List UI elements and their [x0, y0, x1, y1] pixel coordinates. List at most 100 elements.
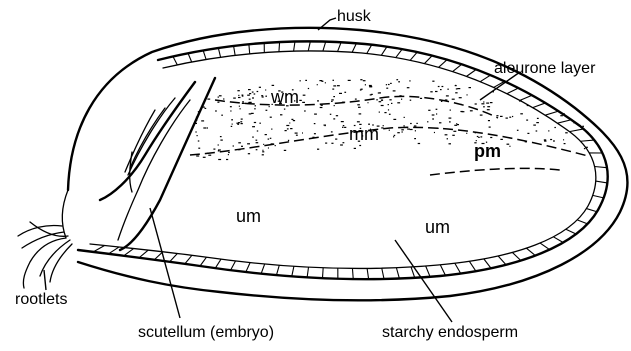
speckle — [388, 104, 389, 105]
speckle — [287, 128, 289, 129]
aleurone-cell-wall — [586, 209, 597, 212]
speckle — [432, 81, 434, 82]
speckle — [257, 91, 259, 92]
speckle — [517, 130, 519, 131]
speckle — [249, 113, 252, 114]
speckle — [526, 120, 528, 121]
speckle — [475, 132, 476, 133]
aleurone-cell-wall — [557, 120, 571, 123]
speckle — [460, 104, 461, 105]
speckle — [250, 93, 251, 94]
speckle — [342, 127, 344, 128]
speckle — [447, 89, 448, 90]
speckle — [481, 103, 484, 104]
speckle — [397, 102, 400, 103]
speckle — [401, 99, 402, 100]
speckle — [237, 124, 239, 125]
aleurone-cell-wall — [520, 95, 532, 100]
speckle — [544, 139, 546, 140]
speckle — [537, 118, 539, 119]
speckle — [341, 121, 344, 122]
speckle — [480, 136, 482, 137]
speckle — [335, 139, 337, 140]
aleurone-cell-wall — [580, 140, 594, 141]
aleurone-cell-wall — [279, 42, 280, 52]
speckle — [290, 128, 292, 129]
speckle — [296, 135, 298, 136]
speckle — [414, 125, 417, 126]
speckle — [490, 102, 493, 103]
speckle — [477, 136, 479, 137]
speckle — [407, 129, 410, 130]
speckle — [218, 149, 221, 150]
speckle — [262, 150, 263, 151]
speckle — [432, 118, 434, 119]
aleurone-cell-wall — [139, 250, 148, 258]
speckle — [255, 105, 256, 106]
speckle — [445, 134, 448, 135]
speckle — [455, 85, 456, 86]
speckle — [343, 142, 345, 143]
speckle — [252, 137, 254, 138]
speckle — [440, 89, 442, 90]
speckle — [389, 130, 390, 131]
aleurone-cell-wall — [294, 42, 295, 52]
speckle — [302, 102, 305, 103]
starchy-endosperm-leader — [395, 240, 452, 322]
speckle — [331, 131, 333, 132]
speckle — [238, 95, 239, 96]
speckle — [368, 102, 369, 103]
speckle — [203, 157, 206, 158]
speckle — [248, 102, 250, 103]
aleurone-layer-label: aleurone layer — [494, 60, 596, 77]
aleurone-cell-wall — [439, 60, 448, 68]
speckle — [251, 113, 254, 114]
speckle — [496, 115, 498, 116]
speckle — [414, 138, 416, 139]
speckle — [219, 95, 222, 96]
speckle — [466, 133, 467, 134]
speckle — [487, 106, 490, 107]
aleurone-cell-wall — [352, 268, 353, 279]
speckle — [254, 108, 256, 109]
speckle — [206, 127, 208, 128]
speckle — [336, 115, 338, 116]
speckle — [402, 131, 403, 132]
aleurone-cell-wall — [466, 69, 476, 76]
aleurone-cell-wall — [292, 266, 294, 276]
aleurone-cell-wall — [469, 261, 476, 271]
speckle — [393, 119, 396, 120]
aleurone-cell-wall — [440, 265, 445, 276]
speckle — [420, 98, 422, 99]
speckle — [217, 102, 219, 103]
speckle — [418, 143, 420, 144]
speckle — [248, 89, 251, 90]
aleurone-cell-wall — [307, 267, 308, 277]
speckle — [489, 127, 491, 128]
speckle — [435, 91, 438, 92]
speckle — [197, 135, 198, 136]
speckle — [256, 140, 258, 141]
speckle — [554, 127, 556, 128]
speckle — [196, 155, 199, 156]
speckle — [275, 145, 276, 146]
speckle — [247, 95, 250, 96]
aleurone-cell-wall — [396, 268, 399, 279]
speckle — [452, 135, 455, 136]
speckle — [241, 146, 243, 147]
speckle — [207, 153, 209, 154]
speckle — [330, 114, 332, 115]
speckle — [369, 86, 372, 87]
speckle — [252, 97, 254, 98]
speckle — [236, 123, 239, 124]
speckle — [249, 93, 250, 94]
speckle — [215, 110, 217, 111]
aleurone-cell-wall — [323, 42, 326, 51]
speckle — [226, 159, 228, 160]
speckle — [573, 122, 576, 123]
aleurone-cell-wall — [231, 261, 236, 270]
speckle — [536, 130, 538, 131]
speckle — [407, 87, 410, 88]
speckle — [344, 102, 346, 103]
